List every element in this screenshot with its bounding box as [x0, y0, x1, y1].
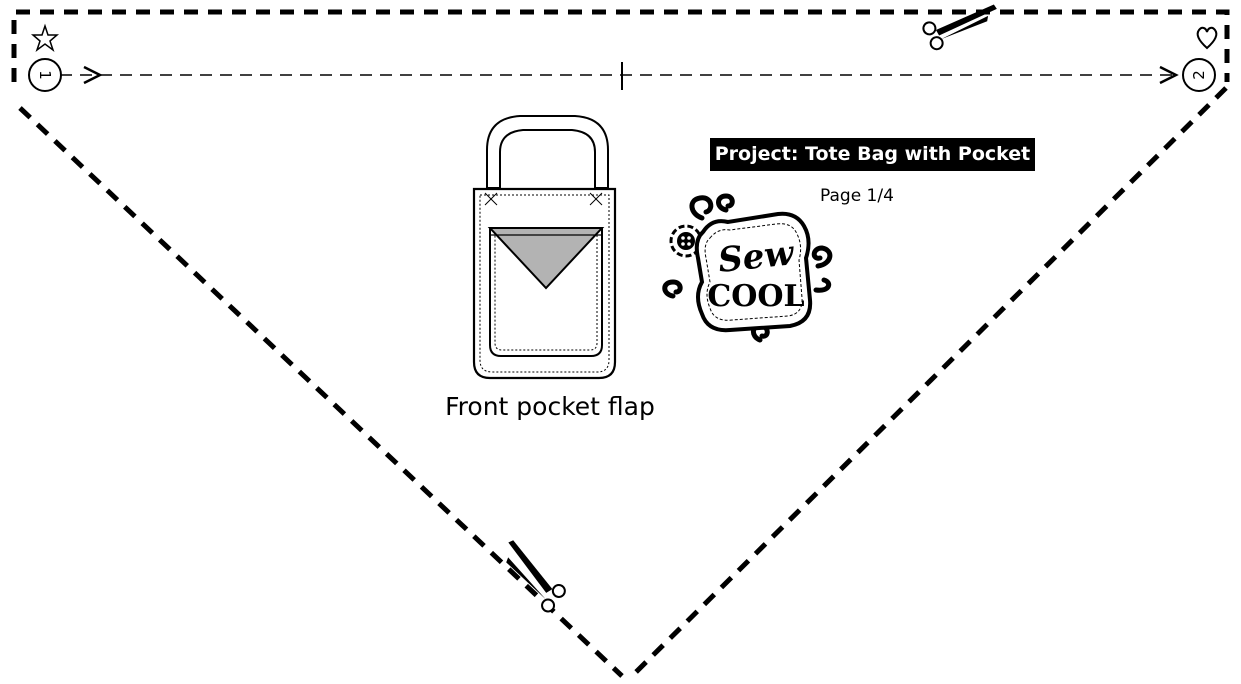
bag-handle-outer	[486, 115, 609, 188]
cut-line	[11, 9, 1230, 678]
logo-frame	[694, 211, 813, 333]
match-mark-2: 2	[1182, 58, 1216, 92]
tote-bag-illustration	[472, 115, 617, 380]
cut-line-left-diagonal	[18, 106, 624, 678]
logo-text-cool: COOL	[707, 279, 804, 314]
pattern-piece-label: Front pocket flap	[445, 392, 655, 421]
cut-line-top	[11, 9, 1230, 82]
button-flower-icon	[669, 224, 703, 258]
heart-icon	[1196, 26, 1218, 50]
star-icon	[30, 23, 60, 53]
fold-arrow-right	[1159, 65, 1179, 85]
pocket-flap	[487, 227, 605, 290]
cut-line-right-diagonal	[630, 86, 1228, 678]
bag-pocket	[489, 227, 603, 357]
logo-text-sew: Sew	[716, 233, 797, 281]
match-mark-1: 1	[28, 58, 62, 92]
project-title-banner: Project: Tote Bag with Pocket	[710, 138, 1035, 171]
fold-arrow-left	[83, 65, 103, 85]
fold-line	[60, 62, 1179, 90]
bag-handle-inner	[499, 129, 596, 188]
scissors-icon-bottom	[506, 540, 566, 613]
match-mark-1-number: 1	[36, 70, 54, 80]
page-number: Page 1/4	[820, 186, 894, 206]
match-mark-2-number: 2	[1190, 70, 1208, 80]
sew-cool-logo: Sew COOL	[662, 193, 833, 343]
